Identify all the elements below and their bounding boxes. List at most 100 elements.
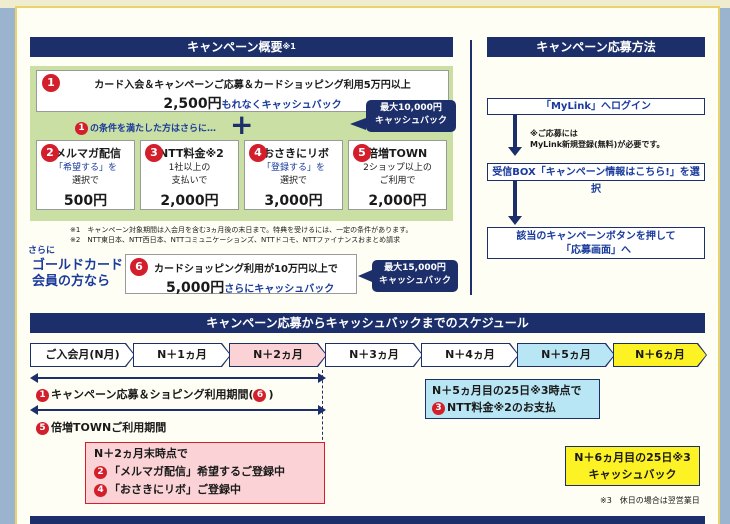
n6-line1: N＋6ヵ月目の25日※3 [574, 451, 691, 464]
month-label: N＋5ヵ月 [541, 348, 591, 361]
sub-desc-1: 「希望する」を [53, 163, 117, 173]
schedule-header: キャンペーン応募からキャッシュバックまでのスケジュール [30, 313, 705, 333]
badge-pointer-2 [358, 270, 372, 282]
item6-amount-suffix: さらにキャッシュバック [224, 284, 335, 295]
sub-amount: 500円 [63, 193, 108, 209]
flow-arrow-1-head [508, 147, 522, 156]
month-step-n4: N＋4ヵ月 [421, 343, 519, 367]
step-mylink-login: 「MyLink」へログイン [487, 98, 705, 115]
n6-line2: キャッシュバック [588, 468, 677, 481]
step-inbox-select: 受信BOX「キャンペーン情報はこちら!」を選択 [487, 163, 705, 195]
period-arrow-2-right [318, 405, 326, 415]
item1-text: カード入会＆キャンペーンご応募＆カードショッピング利用5万円以上 [94, 80, 411, 91]
flow-arrow-2 [513, 181, 517, 217]
sub-title: メルマガ配信 [55, 147, 121, 160]
month-label: N＋4ヵ月 [445, 348, 495, 361]
mylink-note: ※ご応募には MyLink新規登録(無料)が必要です。 [530, 128, 665, 150]
month-step-n1: N＋1ヵ月 [133, 343, 231, 367]
sub-box-osakini-ribo: 4 おさきにリボ 「登録する」を 選択で 3,000円 [244, 140, 343, 210]
item6-text: カードショッピング利用が10万円以上で [154, 264, 338, 275]
item6-amount: 5,000円 [166, 280, 225, 296]
num-badge-1: 1 [42, 74, 60, 92]
overview-note-ref: ※1 [282, 42, 296, 51]
max-cashback-badge-10000: 最大10,000円 キャッシュバック [366, 100, 456, 132]
overview-notes: ※1 キャンペーン対象期間は入会月を含む3ヵ月後の末日まで。特典を受けるには、一… [70, 225, 465, 245]
sub-title: NTT料金※2 [159, 147, 224, 160]
gold-sarani: さらに [28, 246, 56, 256]
month-label: N＋6ヵ月 [635, 348, 685, 361]
n2-row-1: 「メルマガ配信」希望するご登録中 [109, 465, 285, 478]
note-2: ※2 NTT東日本、NTT西日本、NTTコミュニケーションズ、NTTドコモ、NT… [70, 236, 401, 244]
sub-title: おさきにリボ [263, 147, 329, 160]
num-badge-6-period: 6 [253, 388, 267, 402]
overview-title: キャンペーン概要 [187, 40, 283, 54]
step3-line2: 「応募画面」へ [561, 245, 631, 256]
month-step-n6: N＋6ヵ月 [613, 343, 707, 367]
period-1-close: ) [268, 388, 274, 401]
apply-header: キャンペーン応募方法 [487, 37, 705, 57]
num-badge-1-small: 1 [75, 122, 88, 135]
badge-pointer [350, 118, 366, 130]
month-label: N＋3ヵ月 [349, 348, 399, 361]
num-badge-1-period: 1 [36, 388, 49, 402]
sub-amount: 3,000円 [264, 193, 323, 209]
n5-line1: N＋5ヵ月目の25日※3時点で [432, 384, 582, 397]
sub-title: 倍増TOWN [367, 147, 428, 160]
period-1-text: キャンペーン応募＆ショピング利用期間( [51, 388, 254, 401]
max-badge-amount: 最大15,000円 [384, 263, 446, 273]
period-arrow-2-left [30, 405, 38, 415]
month-step-n5: N＋5ヵ月 [517, 343, 615, 367]
max-badge-amount: 最大10,000円 [380, 103, 442, 113]
flow-arrow-1 [513, 115, 517, 148]
condition-text: の条件を満たした方はさらに… [90, 124, 217, 134]
num-badge-4-n2: 4 [94, 483, 107, 497]
month-label: N＋1ヵ月 [157, 348, 207, 361]
sub-desc-2: 選択で [71, 176, 99, 186]
gold-line1: ゴールドカード [32, 258, 124, 273]
num-badge-4: 4 [249, 144, 267, 162]
sub-desc-2: ご利用で [379, 176, 416, 186]
period-arrow-2 [36, 409, 318, 411]
max-badge-label: キャッシュバック [374, 116, 447, 126]
item1-amount-suffix: もれなくキャッシュバック [221, 100, 342, 111]
gold-member-label: ゴールドカード 会員の方なら [32, 258, 123, 290]
sub-box-mailmag: 2 メルマガ配信 「希望する」を 選択で 500円 [36, 140, 135, 210]
item6-box: 6 カードショッピング利用が10万円以上で 5,000円さらにキャッシュバック [125, 254, 357, 296]
n5-line2: NTT料金※2のお支払 [447, 401, 556, 414]
note-3: ※3 休日の場合は翌営業日 [600, 496, 700, 505]
n2-status-box: N＋2ヵ月末時点で 2「メルマガ配信」希望するご登録中 4「おさきにリボ」ご登録… [85, 442, 325, 504]
sub-desc-2: 選択で [279, 176, 307, 186]
month-label: N＋2ヵ月 [253, 348, 303, 361]
period-2-text: 倍増TOWNご利用期間 [51, 421, 167, 434]
sub-desc-2: 支払いで [171, 176, 208, 186]
num-badge-5-period: 5 [36, 421, 49, 435]
overview-header: キャンペーン概要※1 [30, 37, 453, 57]
plus-icon: + [230, 108, 254, 141]
max-badge-label: キャッシュバック [378, 276, 451, 286]
num-badge-3-n5: 3 [432, 401, 445, 415]
n2-row-2: 「おさきにリボ」ご登録中 [109, 483, 241, 496]
month-label: ご入会月(N月) [45, 348, 120, 361]
mylink-note-a: ※ご応募には [530, 129, 578, 138]
note-1: ※1 キャンペーン対象期間は入会月を含む3ヵ月後の末日まで。特典を受けるには、一… [70, 226, 413, 234]
num-badge-2: 2 [41, 144, 59, 162]
n2-title: N＋2ヵ月末時点で [94, 447, 188, 460]
month-step-n3: N＋3ヵ月 [325, 343, 423, 367]
sub-amount: 2,000円 [368, 193, 427, 209]
sub-desc-1: 「登録する」を [261, 163, 325, 173]
next-section-header [30, 516, 705, 524]
period-arrow-1 [36, 377, 318, 379]
step3-line1: 該当のキャンペーンボタンを押して [516, 231, 676, 242]
num-badge-2-n2: 2 [94, 465, 107, 479]
num-badge-3: 3 [145, 144, 163, 162]
step-apply-button: 該当のキャンペーンボタンを押して 「応募画面」へ [487, 227, 705, 259]
sub-desc-1: 2ショップ以上の [363, 163, 432, 173]
num-badge-5: 5 [353, 144, 371, 162]
period-arrow-1-left [30, 373, 38, 383]
gold-line2: 会員の方なら [32, 274, 111, 289]
sub-desc-1: 1社以上の [168, 163, 211, 173]
